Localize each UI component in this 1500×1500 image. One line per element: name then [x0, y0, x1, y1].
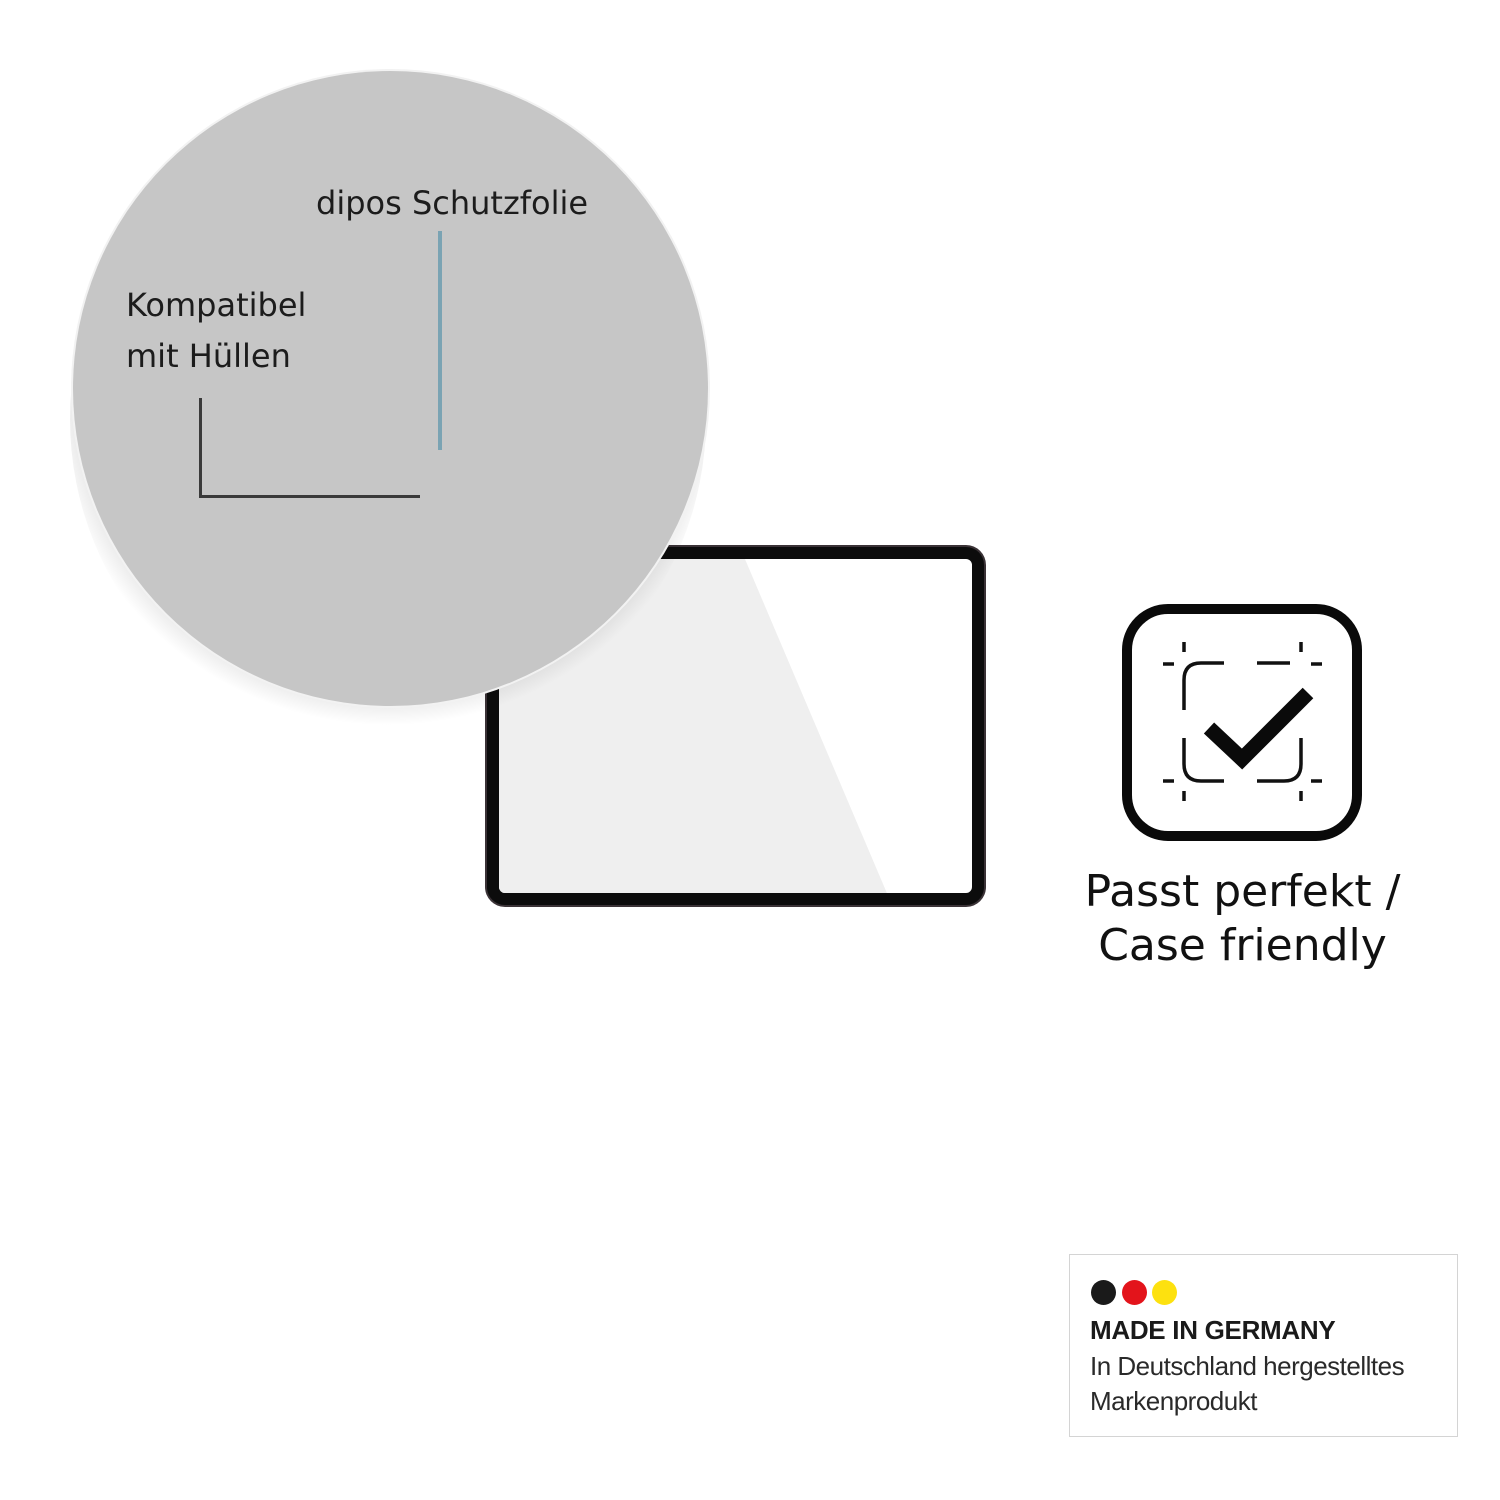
feature-caption-line2: Case friendly: [1098, 920, 1387, 971]
case-callout-line2: mit Hüllen: [126, 337, 291, 375]
flag-dot-red: [1122, 1280, 1147, 1305]
made-in-germany-badge: MADE IN GERMANY In Deutschland hergestel…: [1069, 1254, 1458, 1437]
camera-dot: [713, 550, 717, 554]
case-callout-label: Kompatibel mit Hüllen: [126, 280, 306, 382]
badge-subtitle-line2: Markenprodukt: [1090, 1386, 1257, 1416]
badge-subtitle-line1: In Deutschland hergestelltes: [1090, 1351, 1405, 1381]
case-callout-line1: Kompatibel: [126, 286, 307, 324]
flag-dot-black: [1091, 1280, 1116, 1305]
zoom-detail-circle: [73, 71, 708, 706]
feature-caption-line1: Passt perfekt /: [1084, 866, 1401, 917]
film-callout-label: dipos Schutzfolie: [316, 184, 589, 222]
check-frame-svg: [1163, 642, 1322, 801]
film-layer-line: [438, 231, 442, 450]
flag-dot-gold: [1152, 1280, 1177, 1305]
case-edge-line-vertical: [199, 398, 202, 498]
badge-title: MADE IN GERMANY: [1090, 1315, 1336, 1345]
case-edge-line-horizontal: [199, 495, 420, 498]
camera-dot: [755, 550, 759, 554]
badge-subtitle: In Deutschland hergestelltes Markenprodu…: [1090, 1349, 1450, 1419]
feature-caption: Passt perfekt / Case friendly: [1040, 865, 1445, 973]
check-frame-icon: [1122, 604, 1362, 841]
